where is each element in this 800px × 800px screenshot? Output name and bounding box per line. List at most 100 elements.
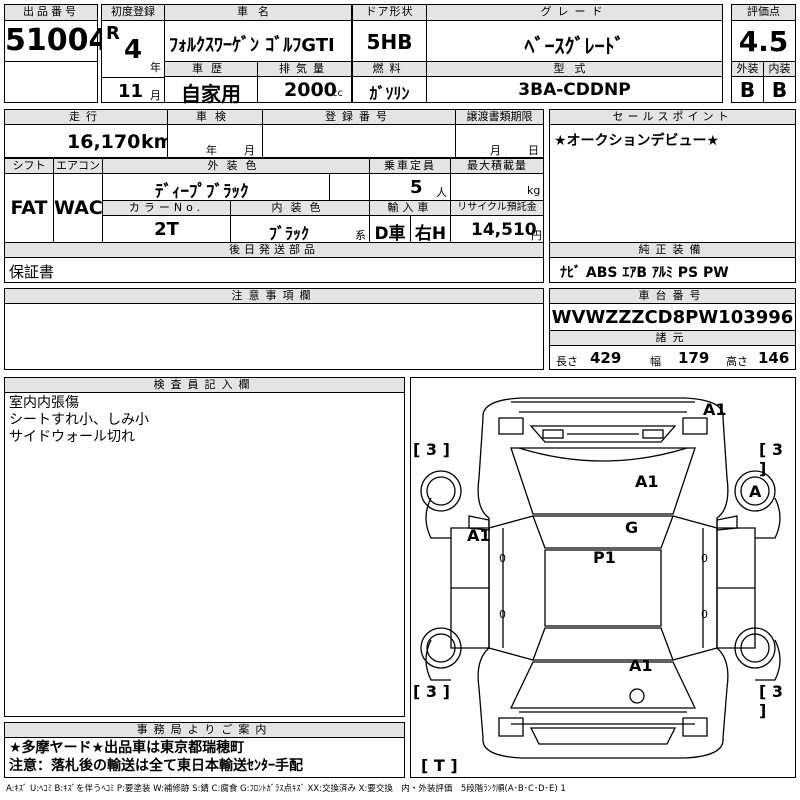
transfer-header: 譲渡書類期限 <box>455 109 544 125</box>
month-value: 11 <box>118 81 144 102</box>
mileage-value: 16,170 <box>67 131 141 153</box>
notes-header: 注意事項欄 <box>4 288 544 304</box>
zero-right-rear: 0 <box>701 608 708 621</box>
inspector-box: 室内内張傷 シートすれ小、しみ小 サイドウォール切れ <box>4 392 405 717</box>
door-header: ドア形状 <box>352 4 427 21</box>
model-value: 3BA-CDDNP <box>518 80 631 100</box>
ext-color-value: ﾃﾞｨｰﾌﾟﾌﾞﾗｯｸ <box>155 182 249 202</box>
mark-left-front-door: A1 <box>467 526 491 545</box>
fuel-value: ｶﾞｿﾘﾝ <box>369 84 410 103</box>
score-header: 評価点 <box>731 4 796 21</box>
aircon-header: エアコン <box>53 158 103 174</box>
car-name-value: ﾌｫﾙｸｽﾜｰｹﾞﾝ ｺﾞﾙﾌGTI <box>169 35 335 56</box>
mark-roof: P1 <box>593 548 616 567</box>
zero-right-front: 0 <box>701 552 708 565</box>
grade-box: ﾍﾞｰｽｸﾞﾚｰﾄﾞ <box>426 20 723 62</box>
grade-header: グレード <box>426 4 723 21</box>
model-box: 3BA-CDDNP <box>426 76 723 103</box>
import-box-1: D車 <box>369 215 411 244</box>
width-label: 幅 <box>650 355 661 368</box>
sales-point-value: ★オークションデビュー★ <box>554 133 720 149</box>
recycle-value: 14,510 <box>471 220 537 240</box>
shift-box: FAT <box>4 173 54 243</box>
import-value-2: 右H <box>414 224 447 244</box>
month-unit: 月 <box>150 89 161 102</box>
era-value: R <box>106 23 120 44</box>
capacity-box: 5 人 <box>369 173 451 201</box>
capacity-unit: 人 <box>436 186 447 199</box>
lot-number-blank <box>4 61 98 103</box>
mileage-unit: km <box>141 131 174 153</box>
chassis-box: WVWZZZCD8PW103996 <box>549 303 796 331</box>
history-box: 自家用 <box>164 76 258 106</box>
fuel-box: ｶﾞｿﾘﾝ <box>352 76 427 103</box>
int-color-box: ﾌﾞﾗｯｸ 系 <box>230 215 370 243</box>
mark-rear: A1 <box>629 656 653 675</box>
shift-value: FAT <box>10 197 48 219</box>
legend-text: A:ｷｽﾞ U:ﾍｺﾐ B:ｷｽﾞを伴うﾍｺﾐ P:要塗装 W:補修跡 S:錆 … <box>6 784 566 794</box>
spec-box: 長さ 429 幅 179 高さ 146 <box>549 345 796 370</box>
mileage-box: 16,170 km <box>4 124 173 158</box>
ext-color-sub-box <box>329 173 370 201</box>
aircon-value: WAC <box>54 197 103 219</box>
recycle-box: 14,510 円 <box>450 215 544 243</box>
aircon-box: WAC <box>53 173 103 243</box>
equipment-box: ﾅﾋﾞ ABS ｴｱB ｱﾙﾐ PS PW <box>549 257 796 283</box>
inspector-header: 検査員記入欄 <box>4 377 405 393</box>
chassis-header: 車台番号 <box>549 288 796 304</box>
first-reg-header: 初度登録 <box>101 4 165 21</box>
load-header: 最大積載量 <box>450 158 544 174</box>
height-value: 146 <box>758 349 790 367</box>
load-unit: kg <box>527 184 541 197</box>
spare-tire-rating: [ T ] <box>421 756 458 775</box>
inspection-box: 年 月 <box>167 124 263 158</box>
color-no-box: 2T <box>102 215 231 243</box>
transfer-day-unit: 日 <box>528 144 539 157</box>
load-box: kg <box>450 173 544 201</box>
length-label: 長さ <box>556 355 578 368</box>
fuel-header: 燃料 <box>352 61 427 77</box>
ext-color-header: 外装色 <box>102 158 370 174</box>
mileage-header: 走行 <box>4 109 168 125</box>
capacity-value: 5 <box>410 177 423 198</box>
import-value-1: D車 <box>374 224 406 244</box>
height-label: 高さ <box>726 355 748 368</box>
color-no-header: カラーNo. <box>102 200 231 216</box>
score-value: 4.5 <box>738 25 789 58</box>
reg-number-header: 登録番号 <box>262 109 456 125</box>
spec-header: 諸元 <box>549 330 796 346</box>
color-no-value: 2T <box>154 219 179 240</box>
zero-left-front: 0 <box>499 552 506 565</box>
inspection-header: 車検 <box>167 109 263 125</box>
mark-bonnet: A1 <box>635 472 659 491</box>
inspection-year-unit: 年 <box>206 144 217 157</box>
tire-front-right-rating: [ 3 ] <box>759 440 784 478</box>
recycle-header: リサイクル預託金 <box>450 200 544 216</box>
capacity-header: 乗車定員 <box>369 158 451 174</box>
door-value: 5HB <box>366 30 413 54</box>
tire-front-left-rating: [ 3 ] <box>413 440 450 459</box>
year-value: 4 <box>124 35 143 65</box>
displacement-unit: cc <box>332 88 343 99</box>
tire-rear-right-rating: [ 3 ] <box>759 682 784 720</box>
history-header: 車歴 <box>164 61 258 77</box>
import-header: 輸入車 <box>369 200 451 216</box>
history-value: 自家用 <box>181 82 241 106</box>
interior-box: B <box>763 76 796 103</box>
zero-left-rear: 0 <box>499 608 506 621</box>
interior-value: B <box>771 78 788 102</box>
displacement-box: 2000 cc <box>257 76 352 103</box>
exterior-header: 外装 <box>731 61 764 77</box>
car-diagram-svg <box>420 397 781 759</box>
equipment-value: ﾅﾋﾞ ABS ｴｱB ｱﾙﾐ PS PW <box>560 265 729 281</box>
inspection-month-unit: 月 <box>244 144 255 157</box>
later-parts-header: 後日発送部品 <box>4 242 544 258</box>
length-value: 429 <box>590 349 622 367</box>
int-color-header: 内装色 <box>230 200 370 216</box>
year-unit: 年 <box>150 61 161 74</box>
interior-header: 内装 <box>763 61 796 77</box>
inspector-line-3: サイドウォール切れ <box>9 429 135 445</box>
car-name-box: ﾌｫﾙｸｽﾜｰｹﾞﾝ ｺﾞﾙﾌGTI <box>164 20 352 62</box>
score-box: 4.5 <box>731 20 796 62</box>
int-color-unit: 系 <box>355 229 366 242</box>
